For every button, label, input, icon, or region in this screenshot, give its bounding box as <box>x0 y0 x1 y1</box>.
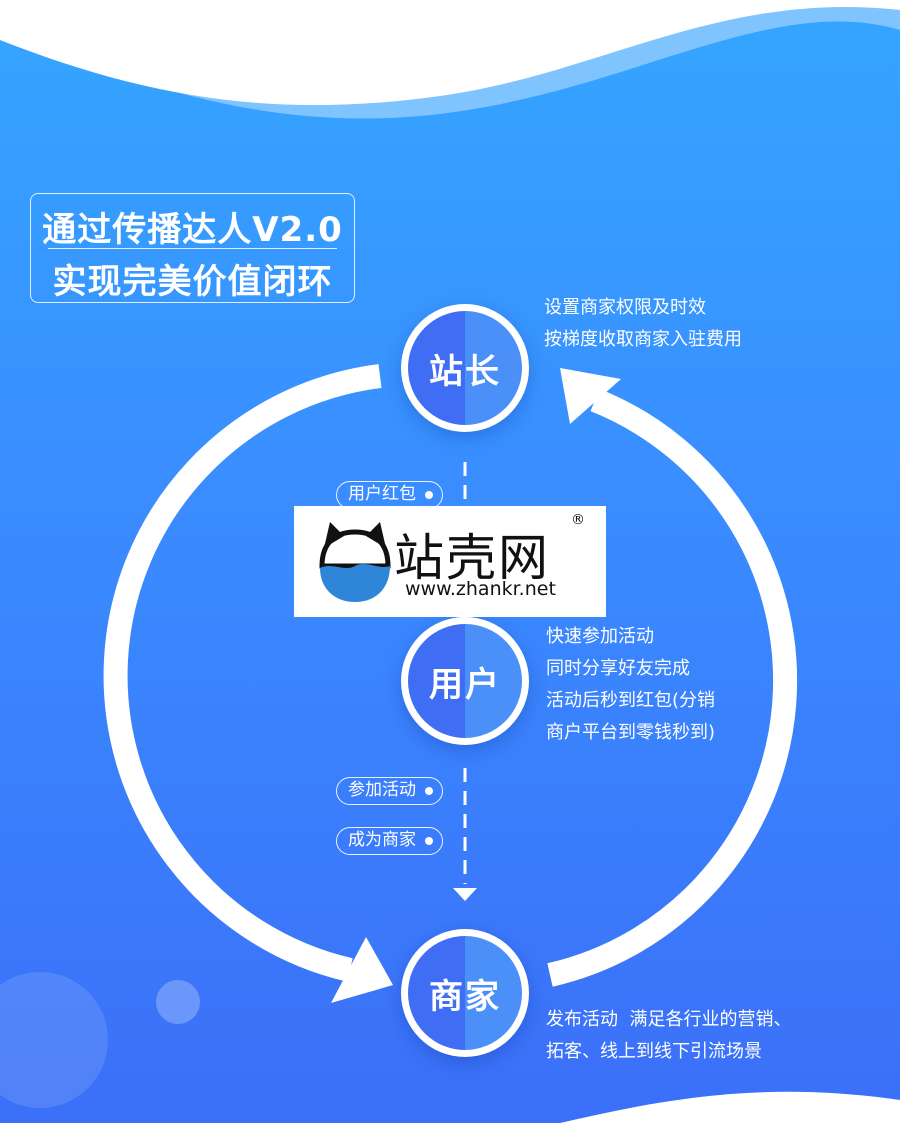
title-divider <box>48 248 337 249</box>
bottom-wave <box>560 1091 900 1123</box>
deco-circle-large <box>0 972 108 1108</box>
node-user-label: 用户 <box>429 664 501 705</box>
node-merchant: 商家 <box>401 929 529 1057</box>
tag-red-packet-label: 用户红包 <box>348 484 416 504</box>
desc-line: 快速参加活动 <box>546 626 654 647</box>
desc-line: 按梯度收取商家入驻费用 <box>544 329 742 350</box>
tag-join-activity-label: 参加活动 <box>348 780 416 800</box>
node-station-owner: 站长 <box>401 304 529 432</box>
tag-join-activity: 参加活动 <box>336 777 443 805</box>
desc-user: 快速参加活动 同时分享好友完成 活动后秒到红包(分销 商户平台到零钱秒到) <box>546 621 715 749</box>
tag-become-merchant-label: 成为商家 <box>348 830 416 850</box>
title-line-2: 实现完美价值闭环 <box>52 262 333 302</box>
cycle-arc-right <box>547 388 798 987</box>
tag-dot <box>425 837 433 845</box>
tag-red-packet: 用户红包 <box>336 481 443 509</box>
cycle-arrowhead-right <box>560 368 621 424</box>
tag-become-merchant: 成为商家 <box>336 827 443 855</box>
node-station-owner-label: 站长 <box>429 351 501 392</box>
desc-line: 商户平台到零钱秒到) <box>546 722 716 743</box>
top-wave-front <box>0 0 900 106</box>
desc-line: 拓客、线上到线下引流场景 <box>546 1041 762 1062</box>
deco-circle-small <box>156 980 200 1024</box>
desc-line: 设置商家权限及时效 <box>544 297 706 318</box>
watermark-registered-mark: ® <box>571 512 585 528</box>
node-user: 用户 <box>401 617 529 745</box>
cat-icon <box>319 522 391 602</box>
watermark-box: 站壳网 ® www.zhankr.net <box>294 506 606 617</box>
desc-line: 活动后秒到红包(分销 <box>546 690 716 711</box>
tag-dot <box>425 787 433 795</box>
desc-merchant: 发布活动 满足各行业的营销、 拓客、线上到线下引流场景 <box>546 1004 791 1068</box>
title-box: 通过传播达人V2.0 实现完美价值闭环 <box>30 193 355 303</box>
node-merchant-label: 商家 <box>429 976 501 1017</box>
desc-line: 同时分享好友完成 <box>546 658 690 679</box>
desc-line: 发布活动 满足各行业的营销、 <box>546 1009 792 1030</box>
dashed-arrowhead <box>453 888 477 901</box>
tag-dot <box>425 491 433 499</box>
watermark-name: 站壳网 <box>394 529 550 587</box>
desc-station-owner: 设置商家权限及时效 按梯度收取商家入驻费用 <box>544 292 742 356</box>
watermark-url: www.zhankr.net <box>405 578 556 600</box>
title-line-1: 通过传播达人V2.0 <box>42 210 343 250</box>
cycle-arrowhead-left <box>331 937 393 1003</box>
cycle-arc-left <box>103 364 382 982</box>
